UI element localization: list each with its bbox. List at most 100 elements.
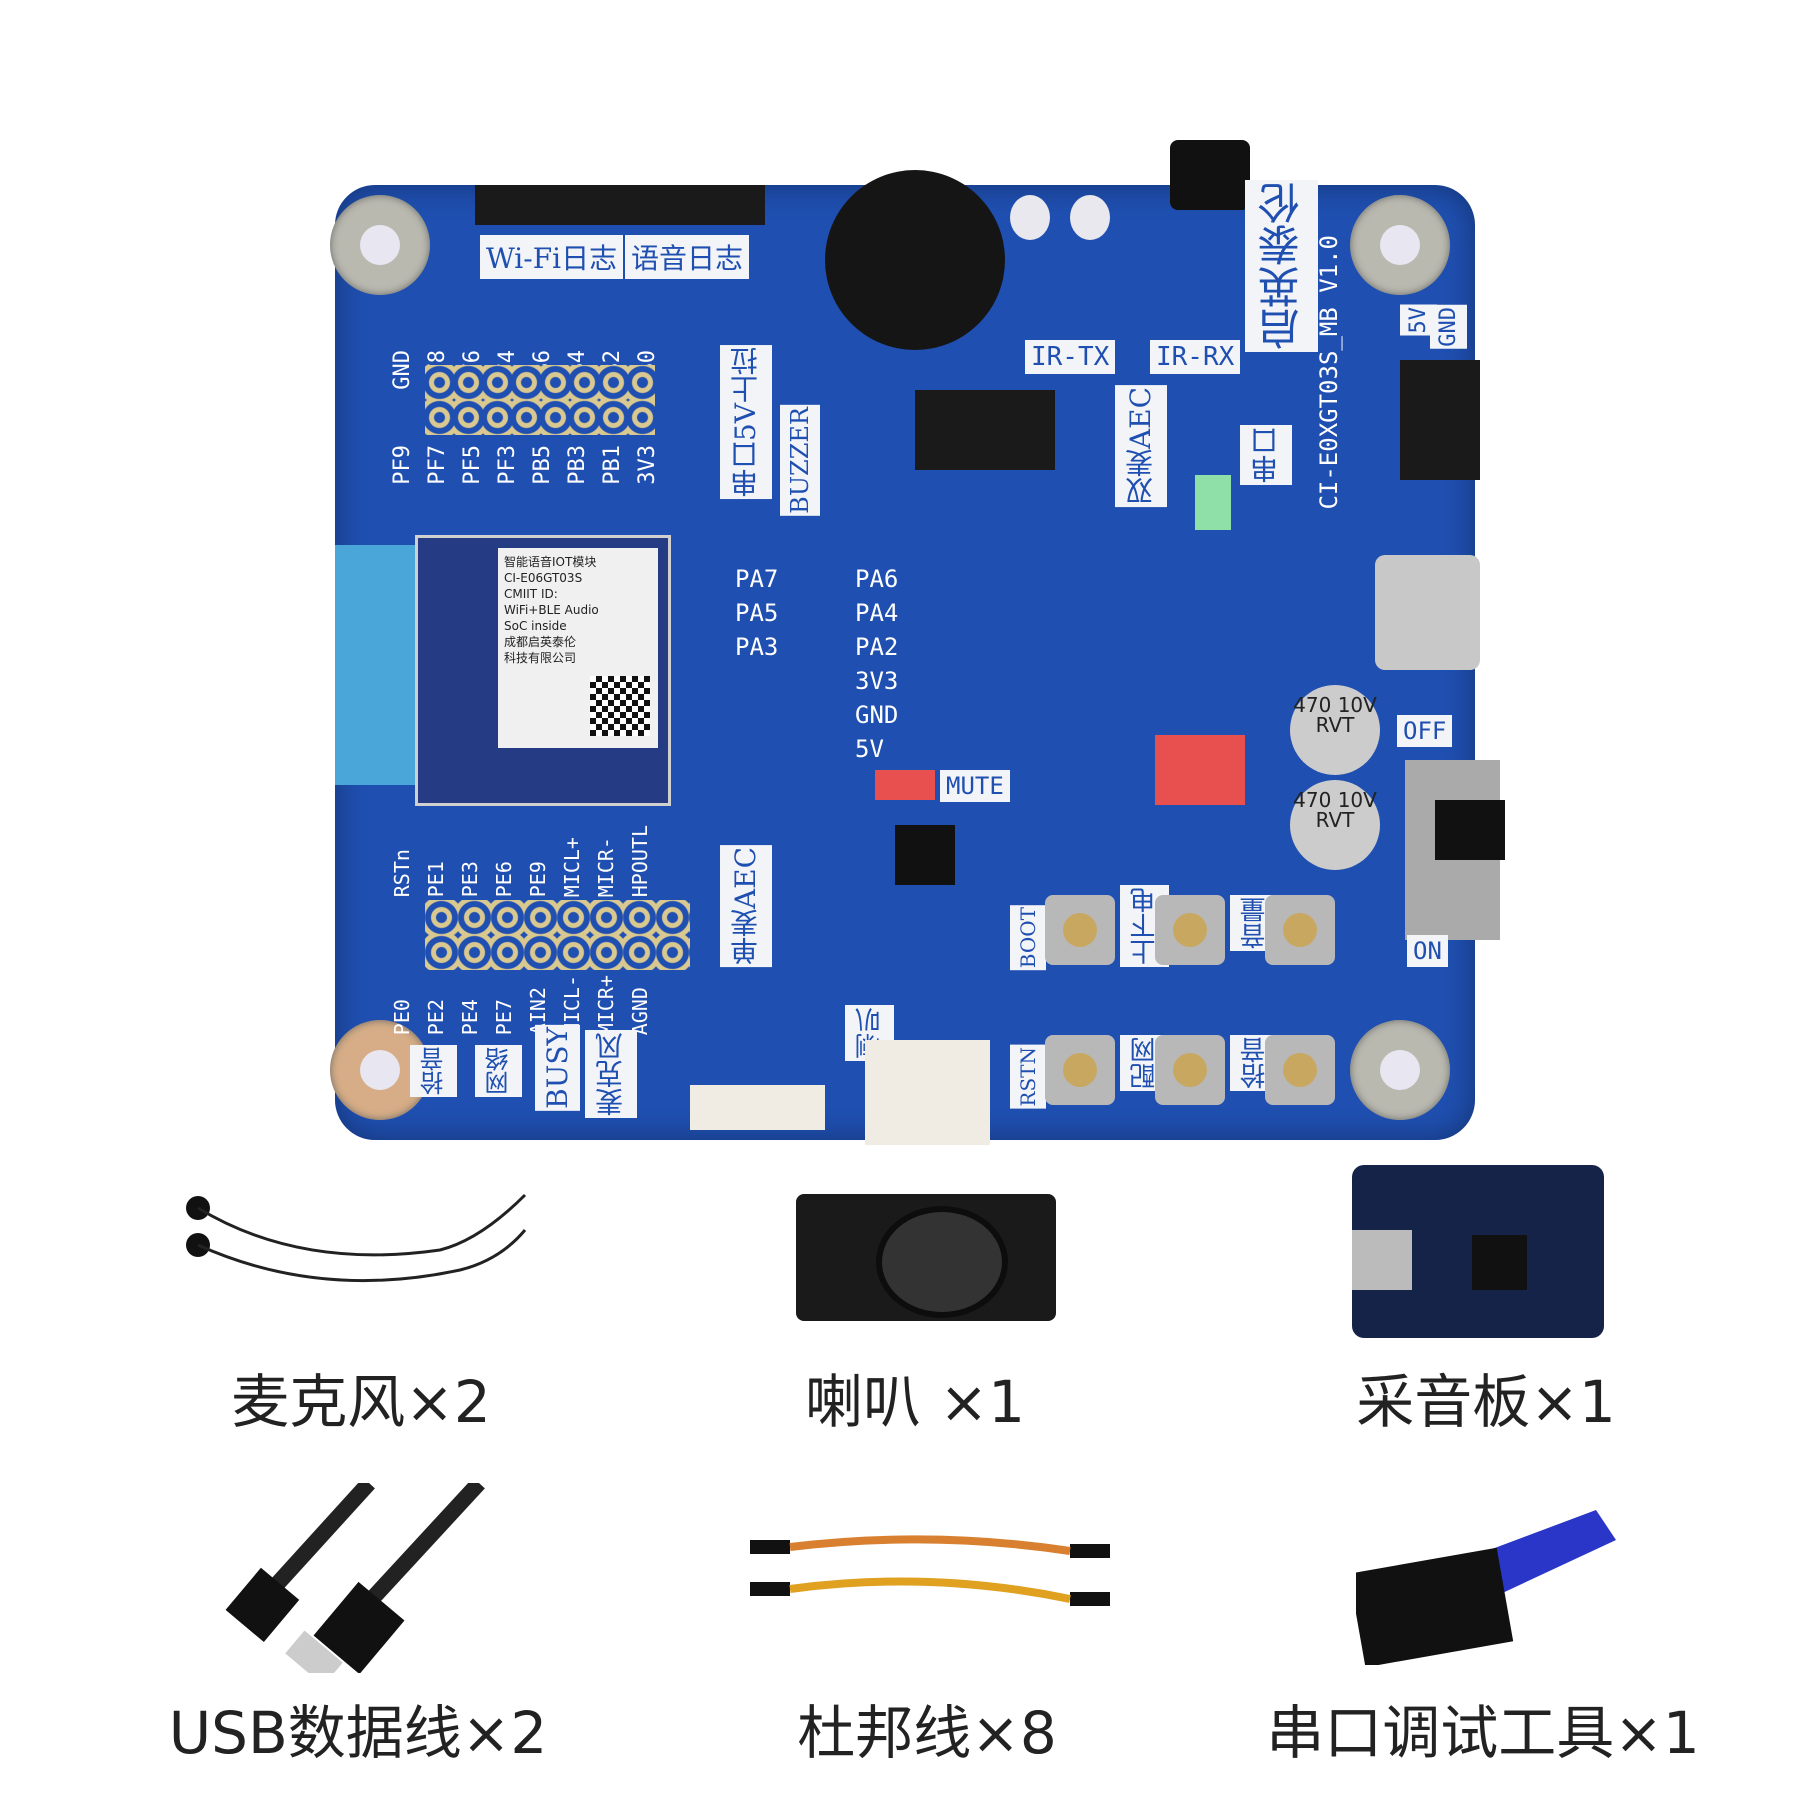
mount-hole (1350, 1020, 1450, 1120)
capacitor: 470 10V RVT (1290, 780, 1380, 870)
accessory-caption: 采音板×1 (1356, 1368, 1616, 1436)
dev-board: Wi-Fi日志 语音日志 GND PF8 PF6 PF4 PB6 PB4 PB2… (330, 140, 1505, 1145)
pin-label: PA3 (735, 633, 779, 661)
bottom-pin-labels: RSTn PE1 PE3 PE6 PE9 MICL+ MICR- HPOUTL (390, 825, 652, 897)
uart-label: 串口 (1240, 425, 1292, 485)
pin-label: PB3 (565, 445, 590, 485)
pin-label: GND (390, 350, 415, 390)
pickup-button[interactable] (1265, 1035, 1335, 1105)
pad-grid (425, 900, 690, 970)
pin-label: MICR- (594, 837, 618, 898)
accessory-caption: 串口调试工具×1 (1266, 1699, 1700, 1767)
module-text: CMIIT ID: (504, 587, 558, 601)
capacitor: 470 10V RVT (1290, 685, 1380, 775)
pin-label: MICL+ (560, 837, 584, 898)
busy-label: BUSY (535, 1025, 580, 1111)
pin-label: PA6 (855, 565, 899, 593)
pin-label: PE4 (458, 999, 482, 1036)
amp-chip (895, 825, 955, 885)
module-text: 科技有限公司 (504, 651, 577, 665)
volume-button[interactable] (1265, 895, 1335, 965)
ir-tx-label: IR-TX (1025, 340, 1116, 374)
pin-label: RSTn (390, 849, 414, 898)
antenna (335, 545, 415, 785)
top-pin-labels-2: PF9 PF7 PF5 PF3 PB5 PB3 PB1 3V3 (390, 445, 660, 485)
pin-header (475, 185, 765, 225)
pin-label: PF7 (425, 445, 450, 485)
module-text: 成都启英泰伦 (504, 635, 577, 649)
jumper-red[interactable] (1155, 735, 1245, 805)
model-label: CI-E0XGT03S_MB V1.0 (1315, 235, 1343, 510)
speaker-connector (865, 1040, 990, 1145)
usb-c-port (1375, 555, 1480, 670)
pin-label: PE6 (492, 861, 516, 898)
pullup-label: 串口5V上拉 (720, 345, 772, 500)
power-cycle-button[interactable] (1155, 895, 1225, 965)
mount-hole (330, 195, 430, 295)
module-sticker: 智能语音IOT模块 CI-E06GT03S CMIIT ID: WiFi+BLE… (498, 548, 658, 748)
serial-tool-image (1356, 1510, 1616, 1665)
audio-board-image (1352, 1165, 1604, 1338)
reset-button[interactable] (1045, 1035, 1115, 1105)
pin-label: PA5 (735, 599, 779, 627)
module-text: SoC inside (504, 619, 567, 633)
aec-label: 双麦AEC (1115, 385, 1167, 508)
module-text: 智能语音IOT模块 (504, 555, 597, 569)
pin-label: PE2 (424, 999, 448, 1036)
mid-pins-left: PA7 PA5 PA3 (735, 565, 778, 661)
mid-pins-right: PA6 PA4 PA2 3V3 GND 5V (855, 565, 898, 763)
pin-label: GND (855, 701, 899, 729)
accessory-caption: 杜邦线×8 (797, 1699, 1057, 1767)
speaker-image (796, 1194, 1056, 1321)
mic-connector (690, 1085, 825, 1130)
pin-label: PF9 (390, 445, 415, 485)
led-label: 拾音 (410, 1045, 457, 1097)
pin-label: PA7 (735, 565, 779, 593)
pin-label: 3V3 (635, 445, 660, 485)
pin-label: PA2 (855, 633, 899, 661)
mic-label: 麦克风 (585, 1030, 637, 1118)
pin-label: PE3 (458, 861, 482, 898)
single-aec-label: 单麦AEC (720, 845, 772, 968)
pin-label: 3V3 (855, 667, 899, 695)
usb-cable-image (225, 1483, 485, 1673)
ir-led (1070, 195, 1110, 240)
boot-label: BOOT (1010, 905, 1046, 971)
off-label: OFF (1397, 715, 1453, 747)
on-label: ON (1407, 935, 1448, 967)
pin-label: 5V (855, 735, 884, 763)
pin-label: PE1 (424, 861, 448, 898)
voice-log-label: 语音日志 (625, 235, 750, 279)
power-switch[interactable] (1405, 760, 1505, 940)
jumper-green[interactable] (1195, 475, 1231, 530)
bottom-pin-labels-2: PE0 PE2 PE4 PE7 AIN2 MICL- MICR+ AGND (390, 975, 652, 1035)
accessory-caption: USB数据线×2 (168, 1699, 548, 1767)
mount-hole (1350, 195, 1450, 295)
pin-label: PB1 (600, 445, 625, 485)
rstn-label: RSTN (1010, 1045, 1046, 1109)
pin-label: MICR+ (594, 975, 618, 1036)
wifi-log-label: Wi-Fi日志 (480, 235, 624, 279)
mute-label: MUTE (940, 770, 1010, 802)
network-button[interactable] (1155, 1035, 1225, 1105)
led-label: 网络 (475, 1045, 522, 1097)
accessory-caption: 麦克风×2 (231, 1368, 491, 1436)
dupont-wire-image (750, 1535, 1110, 1606)
module-text: CI-E06GT03S (504, 571, 583, 585)
mute-switch[interactable] (875, 770, 935, 800)
pin-label: AGND (628, 987, 652, 1036)
boot-button[interactable] (1045, 895, 1115, 965)
pin-label: PB5 (530, 445, 555, 485)
power-gnd-label: GND (1430, 305, 1467, 349)
accessory-caption: 喇叭 ×1 (805, 1368, 1025, 1436)
pin-label: PE0 (390, 999, 414, 1036)
ir-rx-label: IR-RX (1150, 340, 1241, 374)
brand-label: 启英泰伦 (1245, 180, 1318, 352)
jumper-block[interactable] (915, 390, 1055, 470)
pad-grid (425, 365, 655, 435)
pin-label: PE9 (526, 861, 550, 898)
ir-led (1010, 195, 1050, 240)
qr-code (590, 676, 650, 736)
pin-label: PA4 (855, 599, 899, 627)
